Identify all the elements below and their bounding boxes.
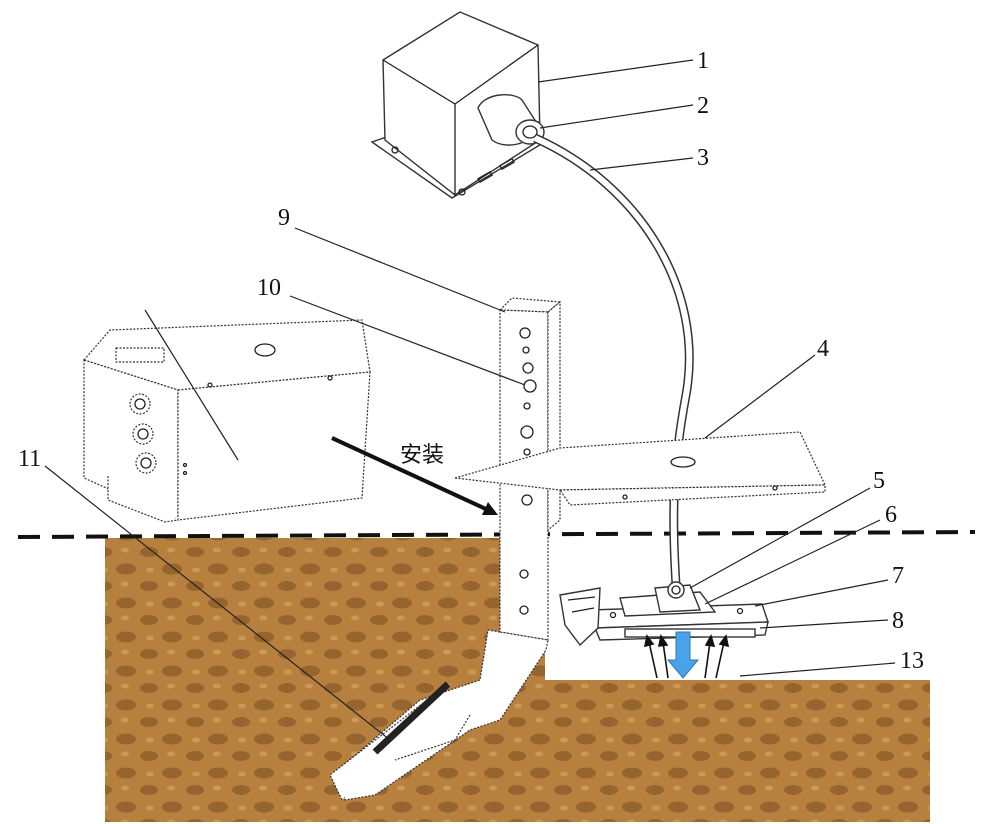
label-11: 11	[18, 446, 41, 472]
reaction-force-arrows	[643, 633, 730, 679]
label-3: 3	[697, 145, 709, 171]
underground-blade	[329, 629, 549, 801]
ground-surface-dashed-line	[17, 530, 976, 539]
label-8: 8	[892, 608, 904, 634]
label-10: 10	[257, 275, 281, 301]
label-9: 9	[278, 205, 290, 231]
ground-soil	[105, 538, 930, 822]
label-7: 7	[892, 563, 904, 589]
install-label: 安装	[400, 443, 444, 468]
label-4: 4	[817, 336, 829, 362]
bracket-plate	[454, 431, 826, 506]
label-1: 1	[697, 48, 709, 74]
sensor-plate-assembly	[559, 581, 769, 647]
leader-lines	[44, 59, 896, 741]
label-6: 6	[885, 502, 897, 528]
soil-lower-block	[105, 680, 930, 822]
pressure-down-arrow	[666, 631, 700, 679]
install-arrow	[331, 436, 498, 515]
control-box	[82, 319, 371, 523]
label-5: 5	[873, 468, 885, 494]
label-2: 2	[697, 93, 709, 119]
label-13: 13	[900, 648, 924, 674]
soil-upper-block	[105, 538, 545, 680]
blade-thick-edge	[372, 681, 451, 755]
